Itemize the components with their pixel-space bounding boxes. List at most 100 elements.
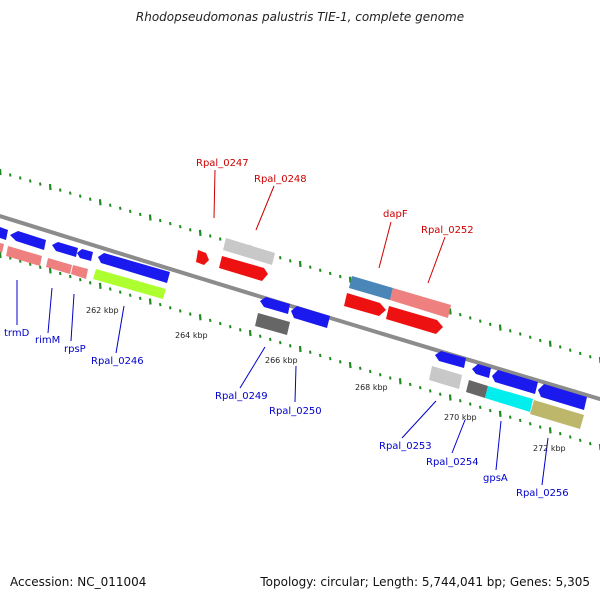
gene-label[interactable]: Rpal_0247 (196, 158, 249, 169)
tick-mark (498, 410, 502, 417)
gene-feature-pink[interactable] (71, 265, 88, 279)
tick-mark (398, 378, 402, 385)
tick-mark (339, 360, 342, 364)
tick-mark (359, 366, 362, 370)
gene-label[interactable]: Rpal_0248 (254, 174, 307, 185)
tick-mark (179, 309, 182, 313)
gene-label[interactable]: dapF (383, 209, 408, 220)
tick-mark (59, 188, 62, 192)
tick-mark (309, 350, 312, 354)
tick-mark (489, 408, 492, 413)
tick-mark (79, 278, 82, 282)
leader-line (541, 437, 549, 486)
tick-mark (529, 335, 532, 339)
leader-line (378, 221, 392, 269)
scale-label: 272 kbp (533, 444, 566, 453)
tick-mark (448, 308, 452, 315)
gene-label[interactable]: Rpal_0252 (421, 225, 474, 236)
gene-label[interactable]: Rpal_0250 (269, 406, 322, 417)
gene-feature-blue[interactable] (492, 370, 538, 394)
gene-feature-dark-gray[interactable] (255, 313, 290, 335)
tick-mark (319, 353, 322, 358)
gene-feature-blue[interactable] (435, 351, 466, 368)
accession-text: Accession: NC_011004 (10, 575, 147, 589)
gene-label[interactable]: Rpal_0249 (215, 391, 268, 402)
gene-feature-pink[interactable] (0, 243, 4, 253)
gene-feature-blue[interactable] (77, 249, 93, 261)
gene-label[interactable]: Rpal_0254 (426, 457, 479, 468)
inner-tick-track (0, 251, 600, 451)
tick-mark (0, 168, 2, 176)
gene-label[interactable]: Rpal_0256 (516, 488, 569, 499)
gene-feature-light-gray[interactable] (223, 238, 275, 265)
tick-mark (129, 209, 132, 214)
gene-feature-blue[interactable] (260, 297, 290, 314)
gene-feature-red[interactable] (219, 256, 268, 281)
gene-label[interactable]: rimM (35, 335, 60, 346)
gene-feature-pink[interactable] (6, 246, 42, 266)
tick-mark (409, 382, 412, 387)
tick-mark (239, 328, 242, 332)
tick-mark (219, 321, 222, 326)
gene-feature-blue[interactable] (0, 227, 8, 240)
gene-feature-red[interactable] (344, 293, 386, 316)
tick-mark (569, 348, 572, 352)
gene-feature-cyan[interactable] (485, 386, 533, 412)
tick-mark (209, 318, 212, 323)
gene-feature-pink[interactable] (46, 258, 72, 274)
gene-features (0, 227, 587, 429)
tick-mark (589, 442, 592, 446)
gene-label[interactable]: Rpal_0253 (379, 441, 432, 452)
tick-mark (479, 319, 482, 323)
tick-mark (439, 392, 442, 396)
gene-feature-yellow-green[interactable] (93, 269, 166, 299)
gene-feature-blue[interactable] (98, 253, 170, 283)
tick-mark (189, 228, 192, 232)
tick-mark (329, 271, 332, 276)
gene-label[interactable]: Rpal_0246 (91, 356, 144, 367)
tick-mark (559, 345, 562, 349)
gene-feature-pink[interactable] (390, 288, 451, 318)
tick-mark (59, 271, 62, 276)
gene-feature-red[interactable] (386, 306, 443, 334)
gene-label[interactable]: trmD (4, 328, 30, 339)
gene-feature-steel-blue[interactable] (349, 276, 393, 300)
gene-label[interactable]: gpsA (483, 473, 508, 484)
gene-feature-blue[interactable] (52, 242, 78, 257)
tick-mark (509, 329, 512, 333)
tick-mark (98, 199, 102, 206)
tick-mark (89, 197, 92, 201)
leader-line (427, 236, 446, 284)
tick-mark (289, 344, 292, 348)
gene-feature-blue[interactable] (472, 364, 491, 378)
tick-mark (139, 296, 142, 301)
gene-feature-blue[interactable] (10, 231, 46, 250)
tick-mark (19, 259, 22, 263)
tick-mark (248, 329, 252, 337)
tick-mark (498, 324, 502, 331)
gene-label[interactable]: rpsP (64, 344, 86, 355)
scale-label: 268 kbp (355, 383, 388, 392)
gene-feature-khaki[interactable] (530, 400, 584, 429)
tick-mark (189, 312, 192, 316)
tick-mark (569, 435, 572, 439)
genome-title: Rhodopseudomonas palustris TIE-1, comple… (135, 10, 465, 24)
gene-feature-light-gray[interactable] (429, 366, 462, 389)
gene-feature-red[interactable] (196, 250, 209, 265)
gene-feature-dark-gray[interactable] (466, 380, 488, 398)
tick-mark (119, 206, 122, 210)
tick-mark (298, 260, 302, 268)
leader-line (451, 419, 466, 454)
gene-feature-blue[interactable] (291, 306, 330, 328)
tick-mark (469, 402, 472, 406)
tick-mark (0, 251, 2, 259)
tick-mark (429, 389, 432, 393)
tick-mark (469, 316, 472, 320)
gene-feature-blue[interactable] (538, 384, 587, 410)
tick-mark (459, 313, 462, 317)
tick-mark (19, 176, 22, 180)
tick-mark (579, 351, 582, 356)
tick-mark (269, 337, 272, 342)
tick-mark (229, 325, 232, 329)
